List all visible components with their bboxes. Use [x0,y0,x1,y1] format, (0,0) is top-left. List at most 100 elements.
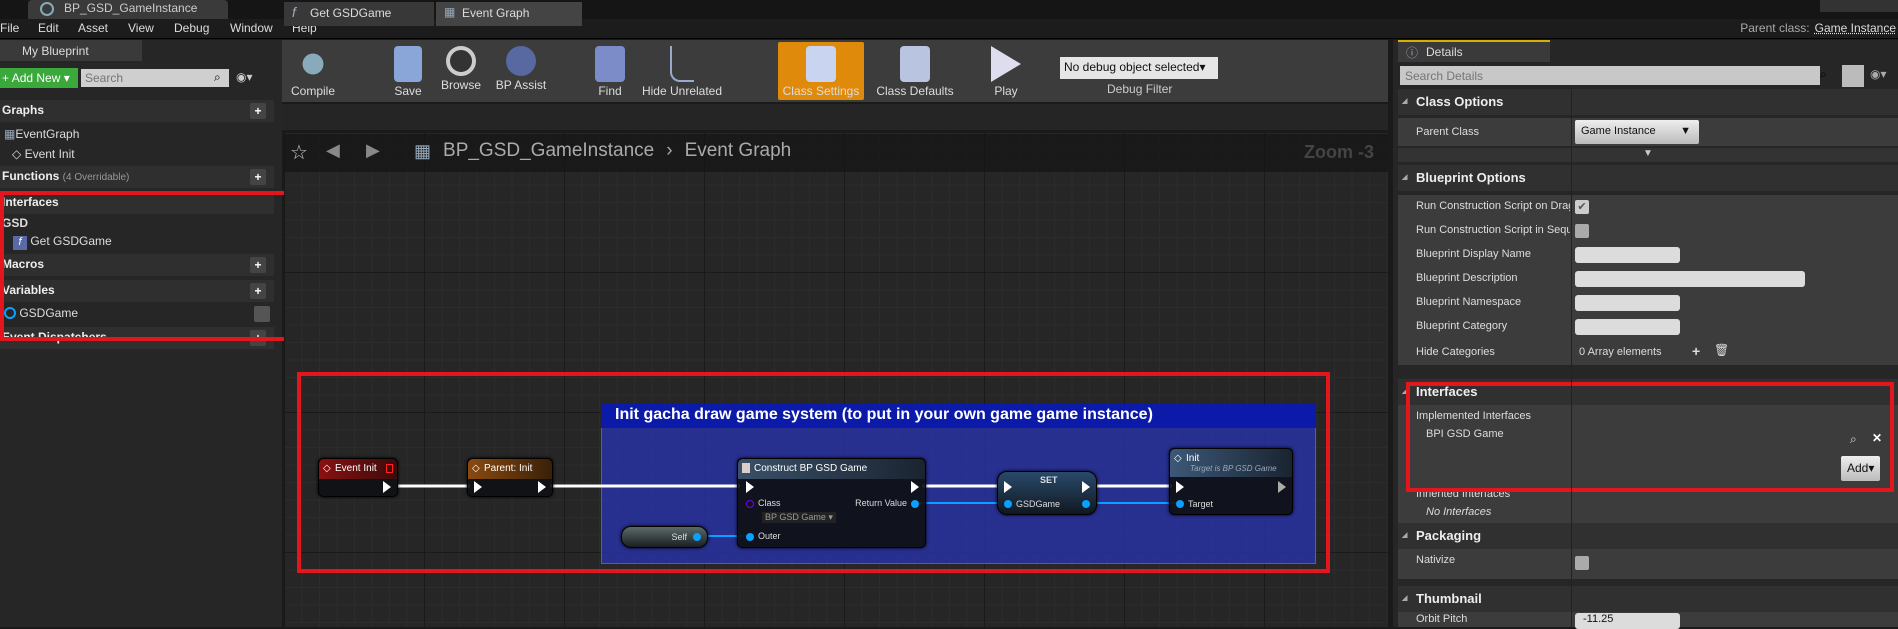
back-arrow-icon[interactable]: ◀ [326,140,340,160]
display-name-input[interactable] [1575,247,1680,263]
add-graph-button[interactable]: + [250,103,266,119]
browse-icon[interactable]: ⌕ [1850,432,1857,446]
section-macros[interactable]: Macros+ [0,254,274,276]
comment-title[interactable]: Init gacha draw game system (to put in y… [601,404,1316,428]
exec-in-pin[interactable] [474,481,482,493]
nativize-checkbox[interactable] [1575,556,1589,570]
exec-out-pin[interactable] [383,481,391,493]
parent-class-dropdown[interactable]: Game Instance▼ [1575,120,1699,144]
exec-out-pin[interactable] [1082,481,1090,493]
implemented-interface-item: BPI GSD Game [1426,428,1504,440]
visibility-eye-icon[interactable] [254,306,270,322]
node-event-init[interactable]: ◇Event Init [318,458,398,497]
gsdgame-in-pin[interactable] [1004,500,1012,508]
section-functions[interactable]: Functions (4 Overridable)+ [0,166,274,188]
run-in-sequencer-checkbox[interactable] [1575,224,1589,238]
property-matrix-icon[interactable] [1842,65,1864,87]
find-button[interactable]: Find [590,40,630,102]
section-thumbnail[interactable]: Thumbnail [1398,586,1898,612]
add-interface-button[interactable]: Add▾ [1841,456,1881,481]
exec-out-pin[interactable] [538,481,546,493]
self-pin[interactable] [693,533,701,541]
browse-button[interactable]: Browse [437,40,485,102]
menu-debug[interactable]: Debug [174,21,210,35]
my-blueprint-tab[interactable]: My Blueprint [0,40,142,61]
add-element-icon[interactable]: + [1692,343,1701,359]
menu-asset[interactable]: Asset [78,21,109,35]
section-variables[interactable]: Variables+ [0,280,274,302]
class-settings-button[interactable]: Class Settings [778,42,864,100]
class-pin[interactable] [746,500,754,508]
breadcrumb-graph[interactable]: Event Graph [684,140,792,161]
trash-icon[interactable]: 🗑 [1714,343,1730,357]
section-interfaces[interactable]: Interfaces [0,192,274,214]
node-title: Parent: Init [484,463,533,474]
blueprint-search-input[interactable] [81,69,229,87]
menu-view[interactable]: View [128,21,154,35]
tab-event-graph[interactable]: ▦Event Graph [436,2,582,26]
add-variable-button[interactable]: + [250,283,266,299]
interface-group-gsd[interactable]: GSD [2,216,29,230]
parent-class-indicator: Parent class: Game Instance [1740,21,1896,35]
eye-icon[interactable]: ◉▾ [236,70,253,84]
favorite-star-icon[interactable]: ☆ [290,142,308,164]
debug-object-dropdown[interactable]: No debug object selected▾ [1060,57,1218,79]
hide-unrelated-button[interactable]: Hide Unrelated [640,40,724,102]
advanced-expander[interactable]: ▼ [1398,148,1898,162]
node-self[interactable]: Self [621,526,708,548]
section-graphs[interactable]: Graphs+ [0,100,274,122]
node-parent-init[interactable]: ◇Parent: Init [467,458,553,497]
exec-in-pin[interactable] [746,481,754,493]
parent-class-label: Parent class: [1740,21,1810,35]
run-on-drag-checkbox[interactable]: ✔ [1575,200,1589,214]
eye-icon[interactable]: ◉▾ [1870,67,1887,81]
class-dropdown[interactable]: BP GSD Game ▾ [762,512,836,523]
gsdgame-out-pin[interactable] [1082,500,1090,508]
menu-file[interactable]: File [0,21,20,35]
exec-in-pin[interactable] [1004,481,1012,493]
browse-label: Browse [440,78,481,92]
list-item-eventgraph[interactable]: ▦EventGraph [4,127,79,141]
class-defaults-button[interactable]: Class Defaults [872,40,958,102]
category-input[interactable] [1575,319,1680,335]
function-icon: f [292,4,296,20]
parent-class-link[interactable]: Game Instance [1814,21,1896,35]
add-new-button[interactable]: + Add New ▾ [0,68,78,88]
breadcrumb-blueprint[interactable]: BP_GSD_GameInstance [443,140,655,161]
description-input[interactable] [1575,271,1805,287]
target-pin[interactable] [1176,500,1184,508]
section-packaging[interactable]: Packaging [1398,523,1898,549]
return-value-pin[interactable] [911,500,919,508]
play-button[interactable]: Play [984,40,1028,102]
exec-out-pin[interactable] [911,481,919,493]
save-button[interactable]: Save [391,40,425,102]
remove-icon[interactable]: ✕ [1872,431,1883,445]
details-search-input[interactable] [1400,66,1820,85]
exec-out-pin[interactable] [1278,481,1286,493]
section-blueprint-options[interactable]: Blueprint Options [1398,165,1898,191]
add-function-button[interactable]: + [250,169,266,185]
details-column-divider[interactable] [1571,89,1572,627]
section-class-options[interactable]: Class Options [1398,89,1898,115]
list-item-get-gsdgame[interactable]: f Get GSDGame [13,234,112,250]
window-controls[interactable] [1820,0,1898,12]
menu-edit[interactable]: Edit [38,21,59,35]
delegate-pin[interactable] [386,464,393,473]
outer-pin[interactable] [746,533,754,541]
orbit-pitch-input[interactable]: -11.25 [1575,613,1680,629]
exec-in-pin[interactable] [1176,481,1184,493]
forward-arrow-icon[interactable]: ▶ [366,140,380,160]
add-macro-button[interactable]: + [250,257,266,273]
list-item-gsdgame-variable[interactable]: GSDGame [4,306,274,322]
node-construct-bp-gsd-game[interactable]: Construct BP GSD Game Class BP GSD Game … [737,458,926,548]
bp-assist-button[interactable]: BP Assist [491,40,551,102]
list-item-event-init[interactable]: ◇ Event Init [12,147,75,161]
menu-window[interactable]: Window [230,21,273,35]
document-tab[interactable]: BP_GSD_GameInstance [28,0,228,19]
namespace-input[interactable] [1575,295,1680,311]
compile-button[interactable]: Compile [285,40,341,102]
